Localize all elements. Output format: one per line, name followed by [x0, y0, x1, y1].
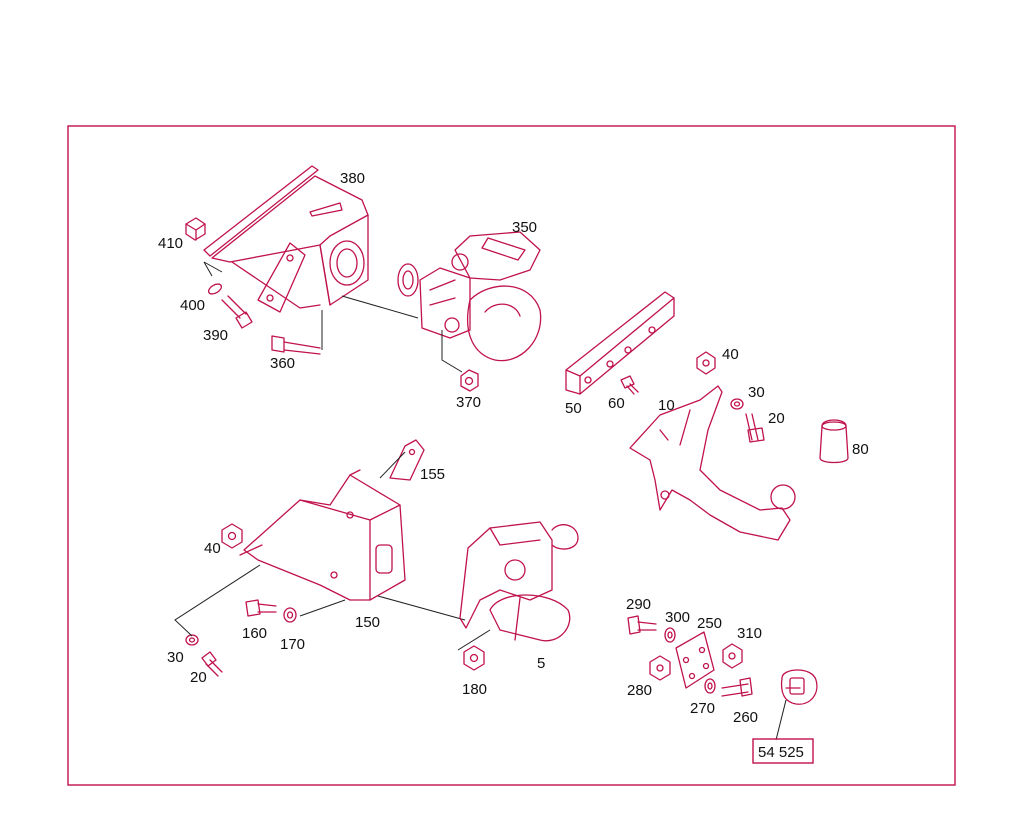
- nut-310[interactable]: [722, 643, 743, 669]
- washer-30-upper[interactable]: [730, 398, 744, 410]
- label-270: 270: [690, 700, 715, 717]
- label-290: 290: [626, 596, 651, 613]
- label-390: 390: [203, 327, 228, 344]
- bracket-380[interactable]: [203, 165, 369, 313]
- bracket-155[interactable]: [389, 439, 425, 481]
- label-40-lower: 40: [204, 540, 221, 557]
- nut-280[interactable]: [649, 655, 671, 681]
- bolt-260[interactable]: [721, 677, 753, 697]
- bracket-150[interactable]: [239, 469, 406, 601]
- washer-30-lower[interactable]: [185, 634, 199, 646]
- washer-170[interactable]: [283, 607, 297, 623]
- label-5: 5: [537, 655, 545, 672]
- plate-250[interactable]: [675, 631, 715, 689]
- label-20-upper: 20: [768, 410, 785, 427]
- label-20-lower: 20: [190, 669, 207, 686]
- reference-number: 54 525: [758, 744, 804, 761]
- label-350: 350: [512, 219, 537, 236]
- label-30-lower: 30: [167, 649, 184, 666]
- label-60: 60: [608, 395, 625, 412]
- socket-54525[interactable]: [775, 669, 818, 741]
- label-360: 360: [270, 355, 295, 372]
- bolt-20-upper[interactable]: [745, 413, 765, 443]
- washer-300[interactable]: [664, 627, 676, 643]
- label-300: 300: [665, 609, 690, 626]
- nut-410[interactable]: [185, 217, 206, 241]
- label-370: 370: [456, 394, 481, 411]
- diagram-frame: [67, 125, 956, 786]
- label-155: 155: [420, 466, 445, 483]
- leader-lines-upper-left: [203, 261, 419, 350]
- bolt-20-lower[interactable]: [201, 651, 223, 677]
- label-250: 250: [697, 615, 722, 632]
- label-310: 310: [737, 625, 762, 642]
- bolt-360[interactable]: [271, 335, 321, 355]
- bolt-160[interactable]: [245, 599, 277, 617]
- label-260: 260: [733, 709, 758, 726]
- label-170: 170: [280, 636, 305, 653]
- towbar-10[interactable]: [629, 385, 796, 541]
- nut-180[interactable]: [457, 629, 491, 671]
- label-150: 150: [355, 614, 380, 631]
- reference-box: [752, 738, 814, 764]
- label-280: 280: [627, 682, 652, 699]
- nut-370[interactable]: [441, 330, 479, 392]
- label-50: 50: [565, 400, 582, 417]
- label-10: 10: [658, 397, 675, 414]
- label-80: 80: [852, 441, 869, 458]
- label-410: 410: [158, 235, 183, 252]
- washer-400[interactable]: [207, 282, 223, 296]
- label-40-upper: 40: [722, 346, 739, 363]
- coupling-5[interactable]: [459, 521, 579, 642]
- label-400: 400: [180, 297, 205, 314]
- nut-40-upper[interactable]: [696, 351, 716, 375]
- bolt-60[interactable]: [620, 375, 639, 395]
- label-30-upper: 30: [748, 384, 765, 401]
- nut-40-lower[interactable]: [221, 523, 243, 549]
- bolt-290[interactable]: [627, 615, 657, 635]
- washer-270[interactable]: [704, 678, 716, 694]
- label-160: 160: [242, 625, 267, 642]
- label-380: 380: [340, 170, 365, 187]
- leader-lines-lower-left: [174, 451, 466, 637]
- coupling-350[interactable]: [397, 231, 542, 362]
- cap-80[interactable]: [819, 419, 849, 464]
- label-180: 180: [462, 681, 487, 698]
- plate-50[interactable]: [565, 291, 675, 395]
- bolt-390[interactable]: [221, 295, 253, 329]
